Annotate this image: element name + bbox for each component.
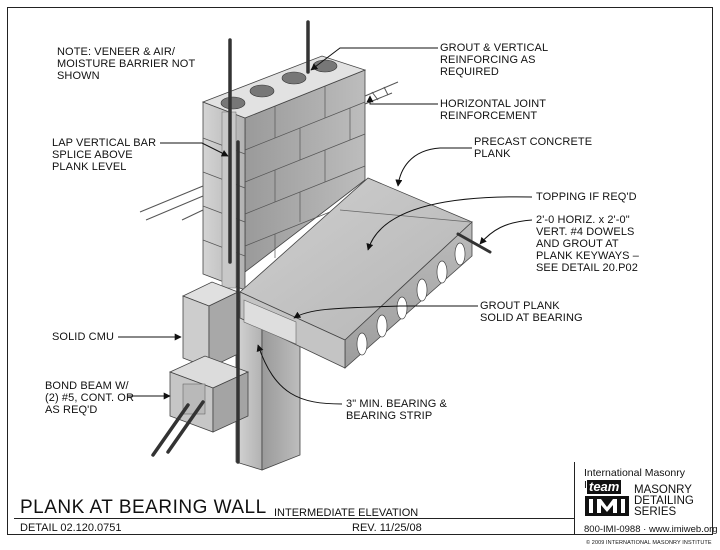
cmu-cell <box>220 96 246 110</box>
keyway-dowel <box>456 232 492 254</box>
label-lap-bar: LAP VERTICAL BAR SPLICE ABOVE PLANK LEVE… <box>52 137 157 173</box>
cmu-cell <box>249 84 275 98</box>
label-solid-cmu: SOLID CMU <box>52 331 115 343</box>
solid-cmu-block <box>181 281 240 369</box>
label-topping: TOPPING IF REQ'D <box>536 191 637 203</box>
leader-grout-vertical <box>310 47 438 71</box>
title-divider <box>574 462 575 535</box>
vertical-bars <box>228 20 310 464</box>
cmu-wall-upper <box>201 55 367 291</box>
label-note: NOTE: VENEER & AIR/ MOISTURE BARRIER NOT… <box>57 46 196 82</box>
leader-precast-plank <box>395 147 472 187</box>
drawing-frame <box>7 7 713 535</box>
leader-grout-plank <box>293 305 478 319</box>
leader-topping <box>366 196 533 251</box>
series-name: MASONRY DETAILING SERIES <box>634 484 694 518</box>
contact-info: 800-IMI-0988 · www.imiweb.org <box>584 524 718 535</box>
precast-plank <box>239 177 473 369</box>
leader-lines <box>118 47 533 405</box>
title-underline <box>14 518 574 519</box>
cmu-cell <box>281 71 307 85</box>
detail-number: DETAIL 02.120.0751 <box>20 522 122 534</box>
grout-at-bearing <box>243 299 297 345</box>
label-bearing: 3" MIN. BEARING & BEARING STRIP <box>346 398 447 422</box>
logo-team-text: team <box>587 479 622 494</box>
label-horizontal-joint: HORIZONTAL JOINT REINFORCEMENT <box>440 98 547 122</box>
label-grout-vertical: GROUT & VERTICAL REINFORCING AS REQUIRED <box>440 42 549 78</box>
drawing-subtitle: INTERMEDIATE ELEVATION <box>274 507 419 519</box>
leader-dowels <box>479 219 533 245</box>
label-bond-beam: BOND BEAM W/ (2) #5, CONT. OR AS REQ'D <box>45 380 135 416</box>
bond-beam-bars <box>151 400 205 457</box>
label-dowels: 2'-0 HORIZ. x 2'-0" VERT. #4 DOWELS AND … <box>536 214 639 274</box>
joint-reinforcement <box>139 81 399 221</box>
label-precast-plank: PRECAST CONCRETE PLANK <box>474 136 593 160</box>
leader-lap-bar <box>160 142 229 157</box>
leader-bearing <box>256 344 343 405</box>
drawing-title: PLANK AT BEARING WALL <box>20 497 267 518</box>
cmu-joints <box>202 86 366 258</box>
copyright: © 2009 INTERNATIONAL MASONRY INSTITUTE <box>586 540 712 546</box>
imi-logo-icon <box>585 496 629 516</box>
label-grout-plank: GROUT PLANK SOLID AT BEARING <box>480 300 583 324</box>
revision: REV. 11/25/08 <box>352 522 422 534</box>
leader-horizontal-joint <box>366 95 438 105</box>
